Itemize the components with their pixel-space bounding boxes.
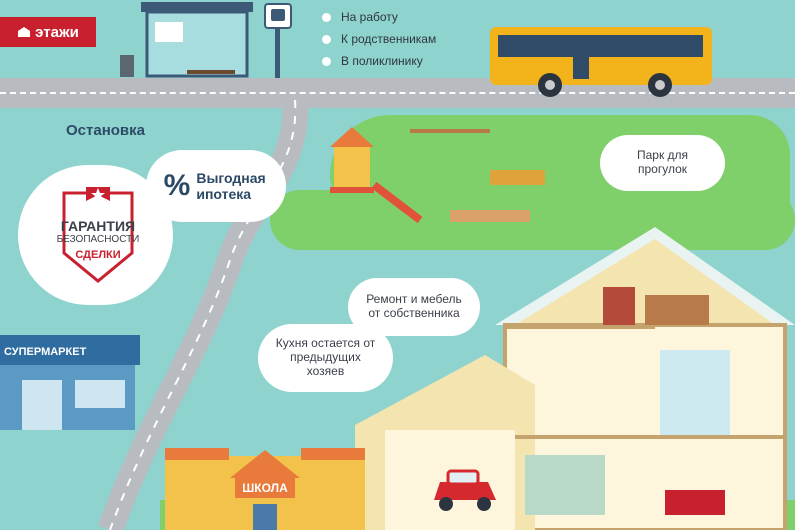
bus-icon — [490, 27, 712, 97]
park-label: Парк для прогулок — [636, 148, 689, 176]
kitchen-cloud: Кухня остается от предыдущих хозяев — [258, 324, 393, 392]
road-markings — [0, 92, 795, 94]
school-building — [165, 448, 365, 530]
bus-stop-shelter — [120, 2, 277, 78]
destination-item: В поликлинику — [322, 50, 436, 72]
mortgage-label: Выгодная ипотека — [196, 169, 266, 202]
park-cloud: Парк для прогулок — [600, 135, 725, 191]
stop-label: Остановка — [66, 122, 145, 139]
bus-stop-sign-icon — [264, 3, 292, 78]
destination-item: К родственникам — [322, 28, 436, 50]
car-icon — [434, 469, 496, 511]
percent-icon: % — [163, 168, 191, 202]
brand-logo[interactable]: этажи — [0, 17, 96, 47]
star-icon — [91, 188, 105, 200]
renovation-label: Ремонт и мебель от собственника — [366, 292, 462, 320]
playground — [330, 127, 545, 224]
mortgage-cloud: % Выгодная ипотека — [146, 150, 286, 222]
house — [355, 227, 795, 530]
destinations-list: На работу К родственникам В поликлинику — [322, 6, 436, 72]
school-sign: ШКОЛА — [242, 481, 288, 495]
supermarket-building — [0, 335, 140, 430]
guarantee-text: ГАРАНТИЯ БЕЗОПАСНОСТИ СДЕЛКИ — [56, 218, 140, 261]
house-icon — [18, 27, 31, 37]
destination-item: На работу — [322, 6, 436, 28]
kitchen-label: Кухня остается от предыдущих хозяев — [275, 336, 376, 378]
park-grass-lower — [270, 190, 795, 250]
supermarket-sign: СУПЕРМАРКЕТ — [4, 346, 87, 358]
brand-logo-text: этажи — [35, 23, 79, 41]
